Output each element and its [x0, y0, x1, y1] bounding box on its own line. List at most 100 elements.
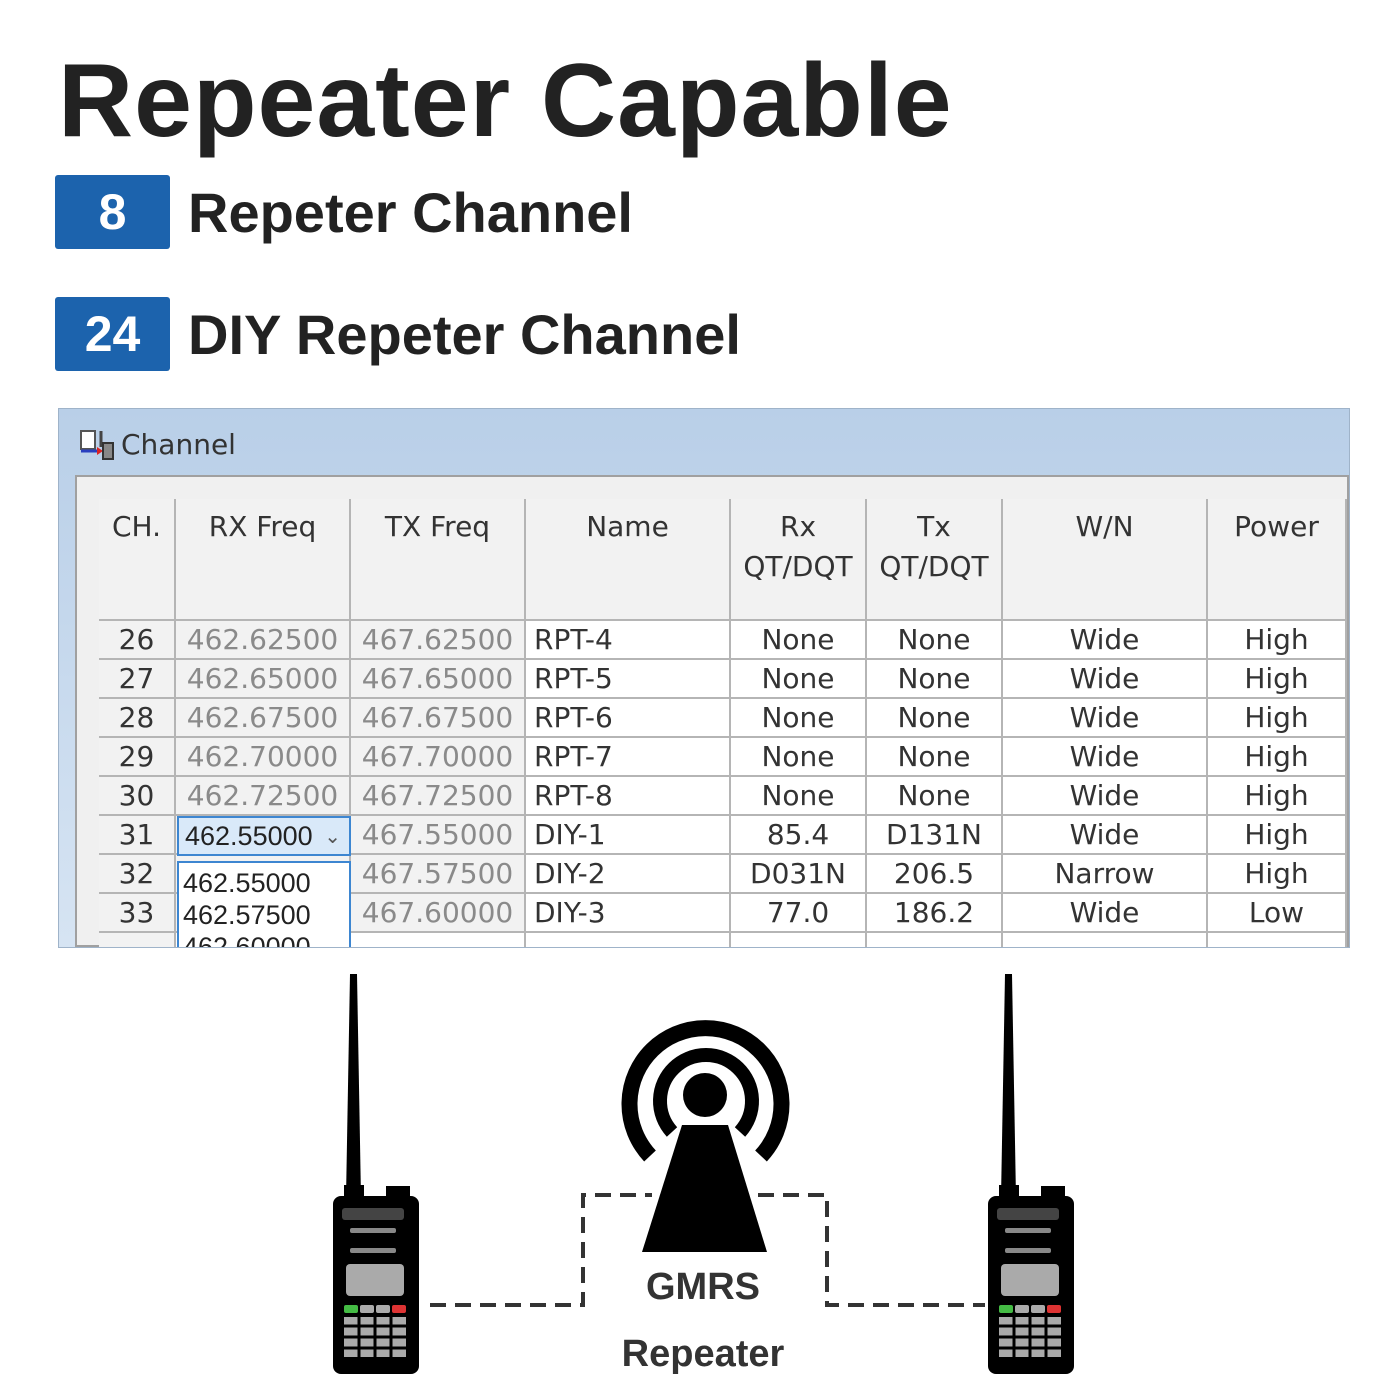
cell-tx-qt[interactable]: D131N [867, 816, 1003, 855]
header-label: TX Freq [384, 510, 491, 543]
cell-name[interactable]: DIY-3 [526, 894, 731, 933]
cell-name[interactable]: DIY-2 [526, 855, 731, 894]
rx-freq-dropdown[interactable]: 462.55000 ⌄ [177, 816, 351, 856]
cell-rx-qt[interactable]: None [731, 621, 867, 660]
cell-tx-freq[interactable]: 467.55000 [351, 816, 526, 855]
column-header-power[interactable]: Power [1208, 499, 1347, 621]
repeater-diagram [333, 974, 1074, 1374]
cell-partial [1003, 933, 1208, 947]
repeater-tower-icon [621, 1020, 790, 1252]
cell-rx-qt[interactable]: D031N [731, 855, 867, 894]
header-label: Power [1234, 510, 1319, 543]
link-right [758, 1193, 985, 1307]
cell-ch[interactable]: 30 [99, 777, 176, 816]
cell-power[interactable]: High [1208, 621, 1347, 660]
cell-tx-qt[interactable]: None [867, 699, 1003, 738]
feature-label: DIY Repeter Channel [188, 302, 741, 366]
chevron-down-icon[interactable]: ⌄ [324, 825, 341, 848]
cell-ch[interactable]: 28 [99, 699, 176, 738]
cell-name[interactable]: RPT-7 [526, 738, 731, 777]
header-label: Tx QT/DQT [879, 510, 989, 583]
cell-name[interactable]: RPT-5 [526, 660, 731, 699]
dropdown-option[interactable]: 462.60000 [183, 932, 311, 948]
header-label: Name [586, 510, 669, 543]
dropdown-value: 462.55000 [185, 820, 313, 851]
cell-rx-qt[interactable]: None [731, 777, 867, 816]
cell-power[interactable]: High [1208, 816, 1347, 855]
cell-ch[interactable]: 31 [99, 816, 176, 855]
cell-rx-freq[interactable]: 462.65000 [176, 660, 351, 699]
count-badge: 24 [55, 297, 170, 371]
cell-power[interactable]: High [1208, 738, 1347, 777]
header-label: RX Freq [208, 510, 317, 543]
column-header-name[interactable]: Name [526, 499, 731, 621]
cell-power[interactable]: Low [1208, 894, 1347, 933]
cell-tx-qt[interactable]: None [867, 660, 1003, 699]
cell-name[interactable]: RPT-6 [526, 699, 731, 738]
cell-rx-qt[interactable]: 77.0 [731, 894, 867, 933]
cell-wn[interactable]: Wide [1003, 738, 1208, 777]
header-label: Rx QT/DQT [743, 510, 853, 583]
dropdown-option[interactable]: 462.55000 [183, 868, 311, 898]
cell-wn[interactable]: Wide [1003, 777, 1208, 816]
cell-ch[interactable]: 29 [99, 738, 176, 777]
feature-repeater-channels: 8 Repeter Channel [55, 175, 633, 249]
column-header-tx-qt[interactable]: Tx QT/DQT [867, 499, 1003, 621]
cell-wn[interactable]: Wide [1003, 699, 1208, 738]
column-header-rx-freq[interactable]: RX Freq [176, 499, 351, 621]
count-badge: 8 [55, 175, 170, 249]
cell-partial [351, 933, 526, 947]
cell-wn[interactable]: Narrow [1003, 855, 1208, 894]
cell-rx-qt[interactable]: None [731, 699, 867, 738]
column-header-tx-freq[interactable]: TX Freq [351, 499, 526, 621]
cell-tx-freq[interactable]: 467.67500 [351, 699, 526, 738]
cell-wn[interactable]: Wide [1003, 621, 1208, 660]
cell-wn[interactable]: Wide [1003, 660, 1208, 699]
cell-wn[interactable]: Wide [1003, 816, 1208, 855]
cell-ch[interactable]: 27 [99, 660, 176, 699]
gmrs-label: GMRS [646, 1266, 760, 1308]
cell-partial [867, 933, 1003, 947]
column-header-rx-qt[interactable]: Rx QT/DQT [731, 499, 867, 621]
channel-editor-icon [79, 427, 115, 461]
link-left [430, 1193, 652, 1307]
cell-ch[interactable]: 26 [99, 621, 176, 660]
cell-partial [526, 933, 731, 947]
cell-power[interactable]: High [1208, 855, 1347, 894]
cell-ch[interactable]: 33 [99, 894, 176, 933]
cell-tx-qt[interactable]: 186.2 [867, 894, 1003, 933]
cell-name[interactable]: DIY-1 [526, 816, 731, 855]
cell-tx-freq[interactable]: 467.65000 [351, 660, 526, 699]
cell-rx-freq[interactable]: 462.67500 [176, 699, 351, 738]
cell-tx-freq[interactable]: 467.60000 [351, 894, 526, 933]
cell-tx-freq[interactable]: 467.57500 [351, 855, 526, 894]
cell-wn[interactable]: Wide [1003, 894, 1208, 933]
cell-power[interactable]: High [1208, 660, 1347, 699]
cell-rx-freq[interactable]: 462.62500 [176, 621, 351, 660]
column-header-wn[interactable]: W/N [1003, 499, 1208, 621]
cell-ch[interactable]: 32 [99, 855, 176, 894]
cell-tx-qt[interactable]: None [867, 738, 1003, 777]
cell-rx-freq[interactable]: 462.70000 [176, 738, 351, 777]
cell-rx-qt[interactable]: None [731, 738, 867, 777]
cell-name[interactable]: RPT-4 [526, 621, 731, 660]
cell-tx-freq[interactable]: 467.62500 [351, 621, 526, 660]
column-header-ch[interactable]: CH. [99, 499, 176, 621]
cell-tx-qt[interactable]: None [867, 777, 1003, 816]
cell-partial [1208, 933, 1347, 947]
cell-tx-qt[interactable]: 206.5 [867, 855, 1003, 894]
cell-power[interactable]: High [1208, 699, 1347, 738]
cell-tx-freq[interactable]: 467.70000 [351, 738, 526, 777]
cell-partial [99, 933, 176, 947]
cell-rx-qt[interactable]: None [731, 660, 867, 699]
cell-rx-qt[interactable]: 85.4 [731, 816, 867, 855]
header-label: W/N [1075, 510, 1134, 543]
cell-name[interactable]: RPT-8 [526, 777, 731, 816]
cell-tx-qt[interactable]: None [867, 621, 1003, 660]
cell-tx-freq[interactable]: 467.72500 [351, 777, 526, 816]
cell-power[interactable]: High [1208, 777, 1347, 816]
cell-partial [731, 933, 867, 947]
cell-rx-freq[interactable]: 462.72500 [176, 777, 351, 816]
dropdown-option[interactable]: 462.57500 [183, 900, 311, 930]
